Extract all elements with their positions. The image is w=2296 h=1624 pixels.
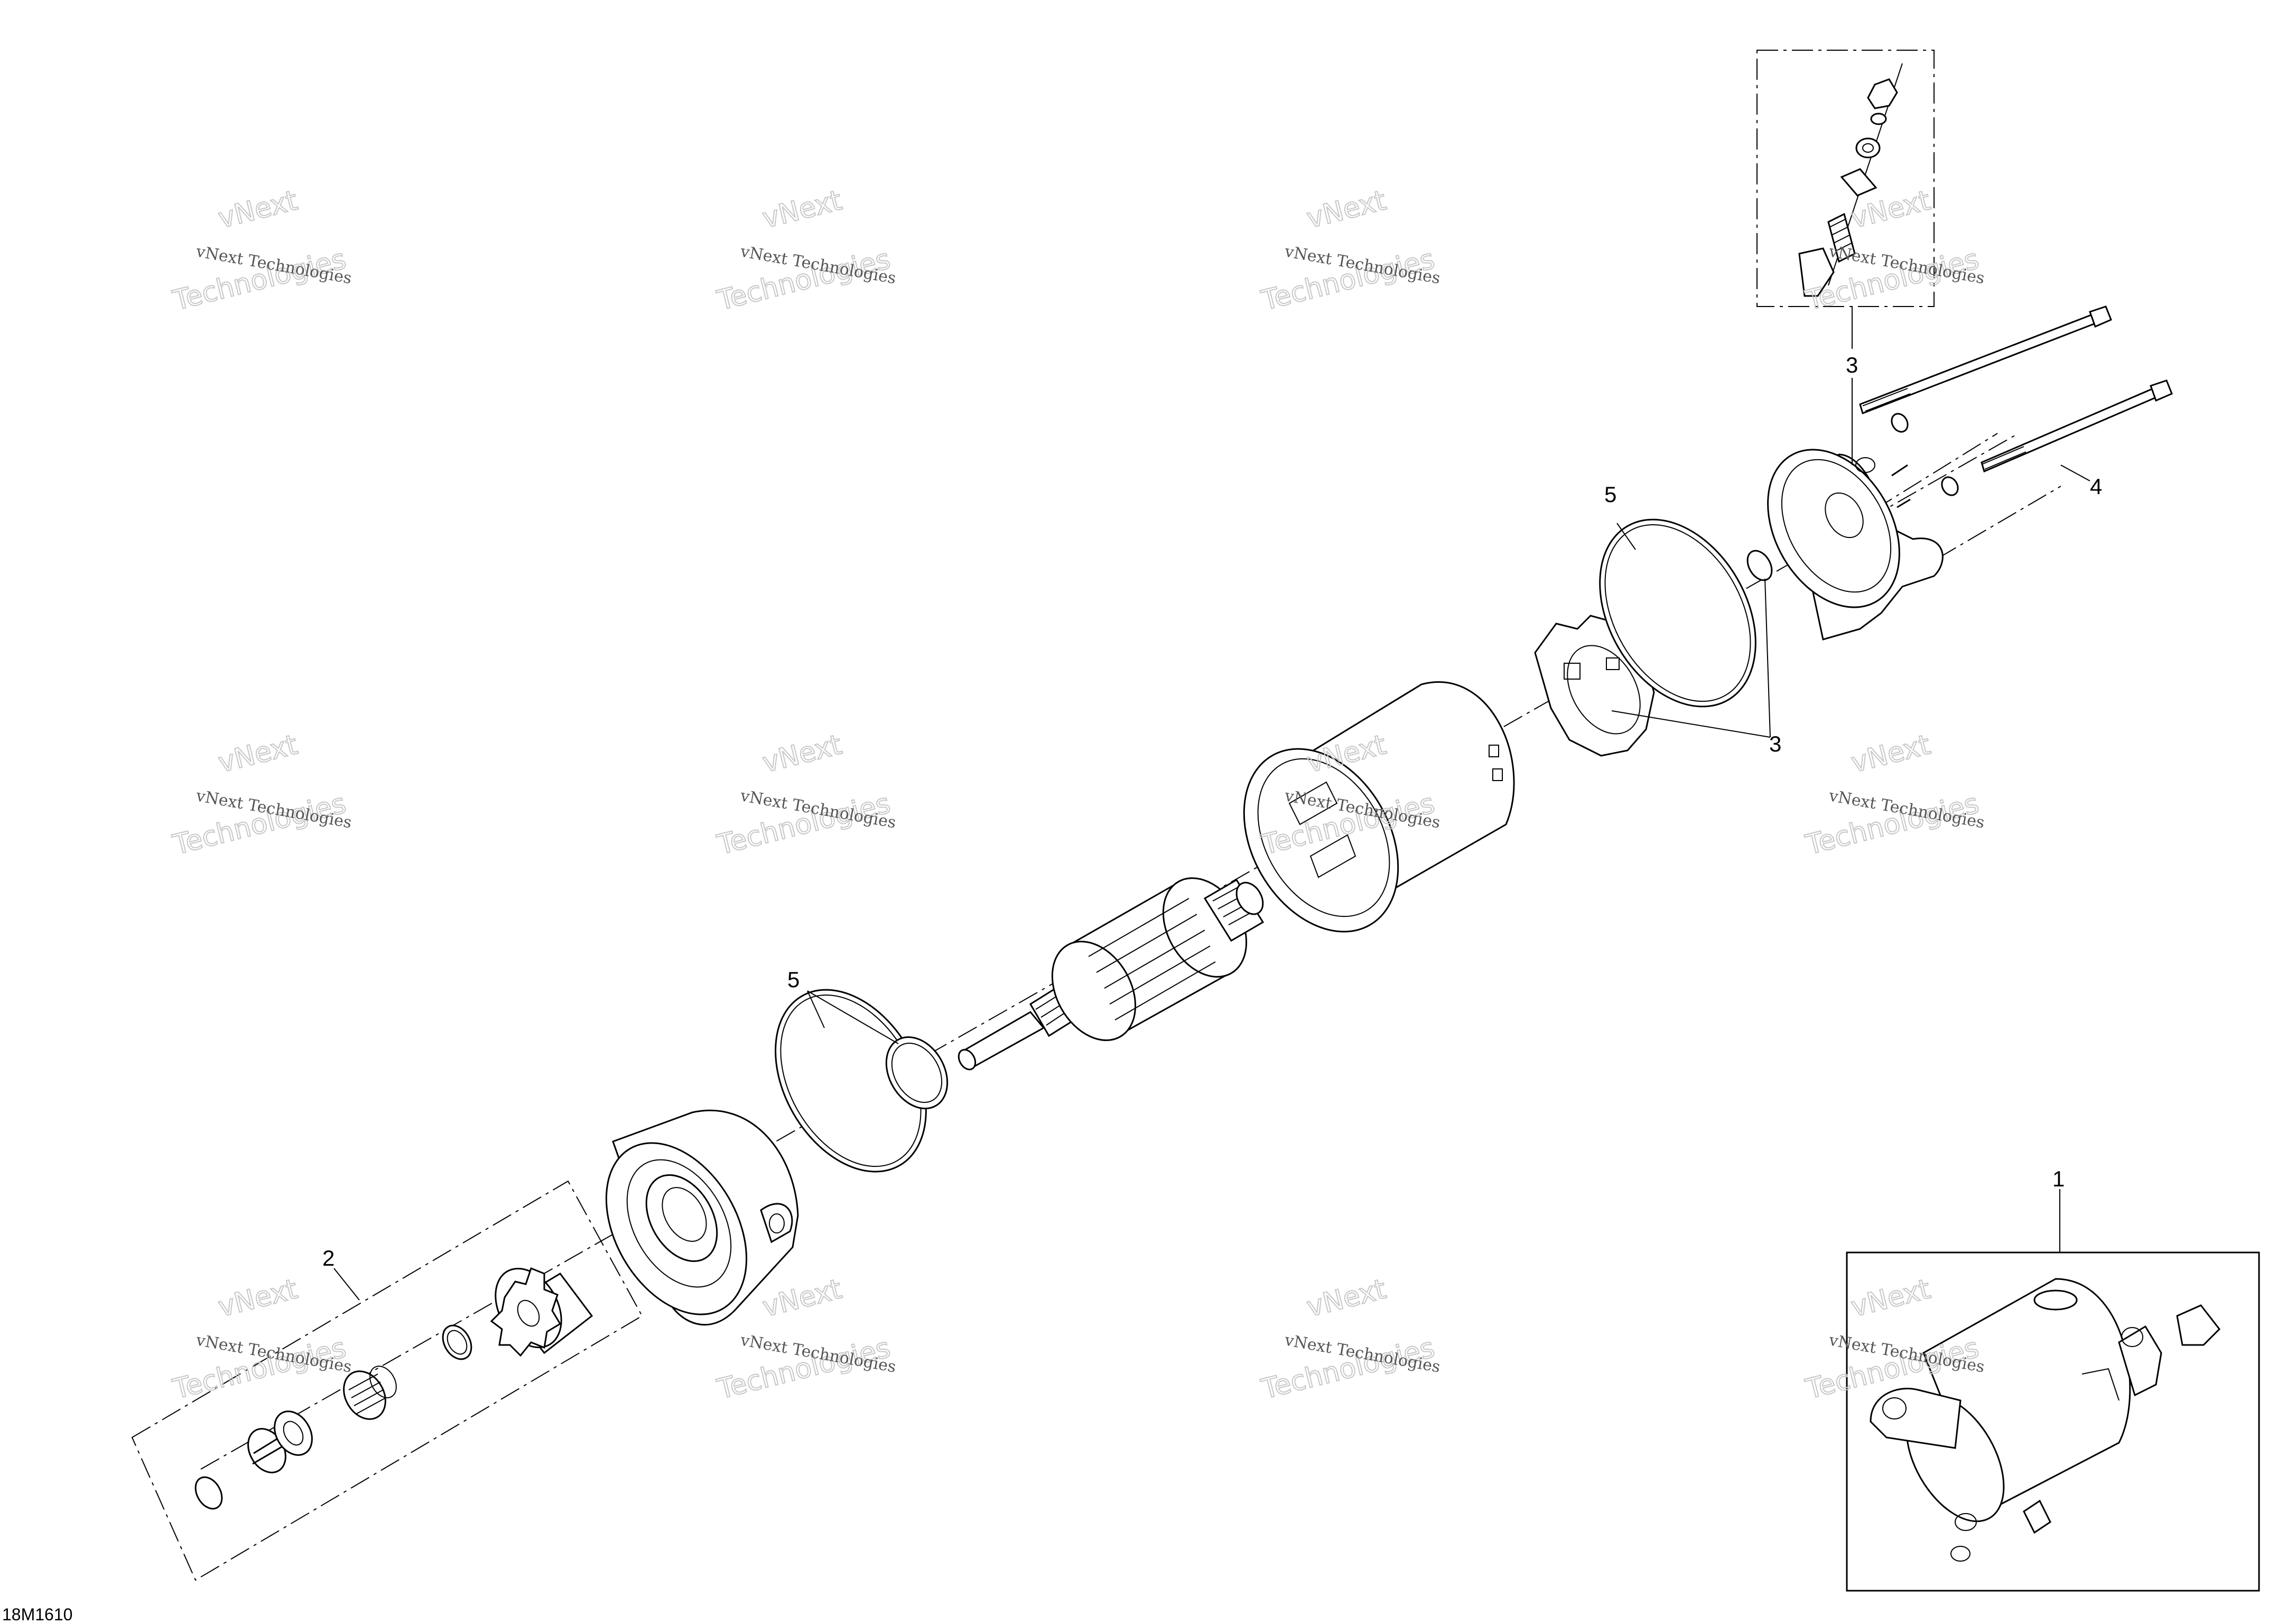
watermark: vNext Technologies vNext Technologies <box>169 1273 353 1406</box>
terminal-hole <box>1855 457 1875 473</box>
watermark: vNext Technologies vNext Technologies <box>1258 184 1442 317</box>
mount-hole <box>769 1213 785 1233</box>
svg-text:vNext: vNext <box>215 729 301 779</box>
watermark: vNext Technologies vNext Technologies <box>1802 184 1986 317</box>
small-o-ring-lower <box>885 1036 949 1110</box>
terminal-kit-parts <box>1798 63 1903 297</box>
svg-text:vNext: vNext <box>759 184 845 235</box>
callout-4: 4 <box>2090 474 2102 499</box>
drive-end-housing <box>605 1109 799 1326</box>
commutator-end-cover <box>1767 449 1944 641</box>
svg-text:vNext: vNext <box>1848 729 1934 779</box>
svg-text:vNext: vNext <box>1304 184 1389 235</box>
svg-text:vNext: vNext <box>1848 1273 1934 1323</box>
small-ring <box>442 1324 472 1360</box>
large-o-ring-upper <box>1599 518 1756 708</box>
svg-text:vNext: vNext <box>215 1273 301 1323</box>
watermark-vnext: vNext <box>215 184 301 235</box>
terminal-bracket <box>1798 247 1835 297</box>
pinion-gear <box>490 1267 593 1357</box>
callout-3-terminal: 3 <box>1846 352 1858 377</box>
spring <box>343 1366 397 1420</box>
slot <box>1492 768 1503 781</box>
small-o-ring-upper <box>1746 550 1773 581</box>
callout-5-lower: 5 <box>787 967 800 992</box>
washer-1 <box>1891 413 1909 433</box>
terminal-nut <box>1867 78 1898 109</box>
yoke-frame <box>1243 681 1515 933</box>
armature <box>958 877 1265 1071</box>
svg-text:vNext: vNext <box>759 729 845 779</box>
through-bolt-2 <box>1981 387 2157 473</box>
slot <box>1489 745 1499 757</box>
lock-washer <box>1855 137 1881 159</box>
washer-2 <box>1941 476 1959 496</box>
collar-sleeve <box>247 1410 313 1473</box>
callout-3-brush: 3 <box>1769 731 1781 756</box>
watermark: vNext Technologies vNext Technologies <box>713 728 897 861</box>
through-bolt-1 <box>1859 313 2096 414</box>
drive-kit-box <box>131 1180 643 1581</box>
watermark: vNext Technologies vNext Technologies <box>1258 1273 1442 1406</box>
leader-lines <box>333 307 2090 1301</box>
insulator <box>1840 168 1877 197</box>
svg-text:vNext: vNext <box>759 1273 845 1323</box>
callout-2: 2 <box>322 1246 334 1270</box>
callout-5-upper: 5 <box>1604 482 1616 507</box>
bolt-axis-2 <box>1907 486 2061 577</box>
assembled-starter-box <box>1846 1251 2260 1592</box>
retaining-ring <box>194 1476 223 1510</box>
svg-text:vNext: vNext <box>1304 1273 1389 1323</box>
watermark: vNext Technologies vNext Technologies <box>1802 728 1986 861</box>
assembled-starter <box>1870 1278 2220 1562</box>
bolt-axis-1 <box>1844 433 1998 529</box>
watermark: vNext Technologies vNext Technologies <box>169 184 353 317</box>
watermark: vNext Technologies vNext Technologies <box>169 728 353 861</box>
terminal-kit-box <box>1756 50 1935 307</box>
drawing-code: 18M1610 <box>2 1605 72 1624</box>
callout-1: 1 <box>2052 1166 2065 1191</box>
drive-kit-parts <box>194 1267 593 1510</box>
terminal-washer <box>1870 113 1887 125</box>
terminal-stud <box>1827 212 1856 263</box>
through-bolts <box>1859 305 2173 496</box>
watermark: vNext Technologies vNext Technologies <box>713 184 897 317</box>
